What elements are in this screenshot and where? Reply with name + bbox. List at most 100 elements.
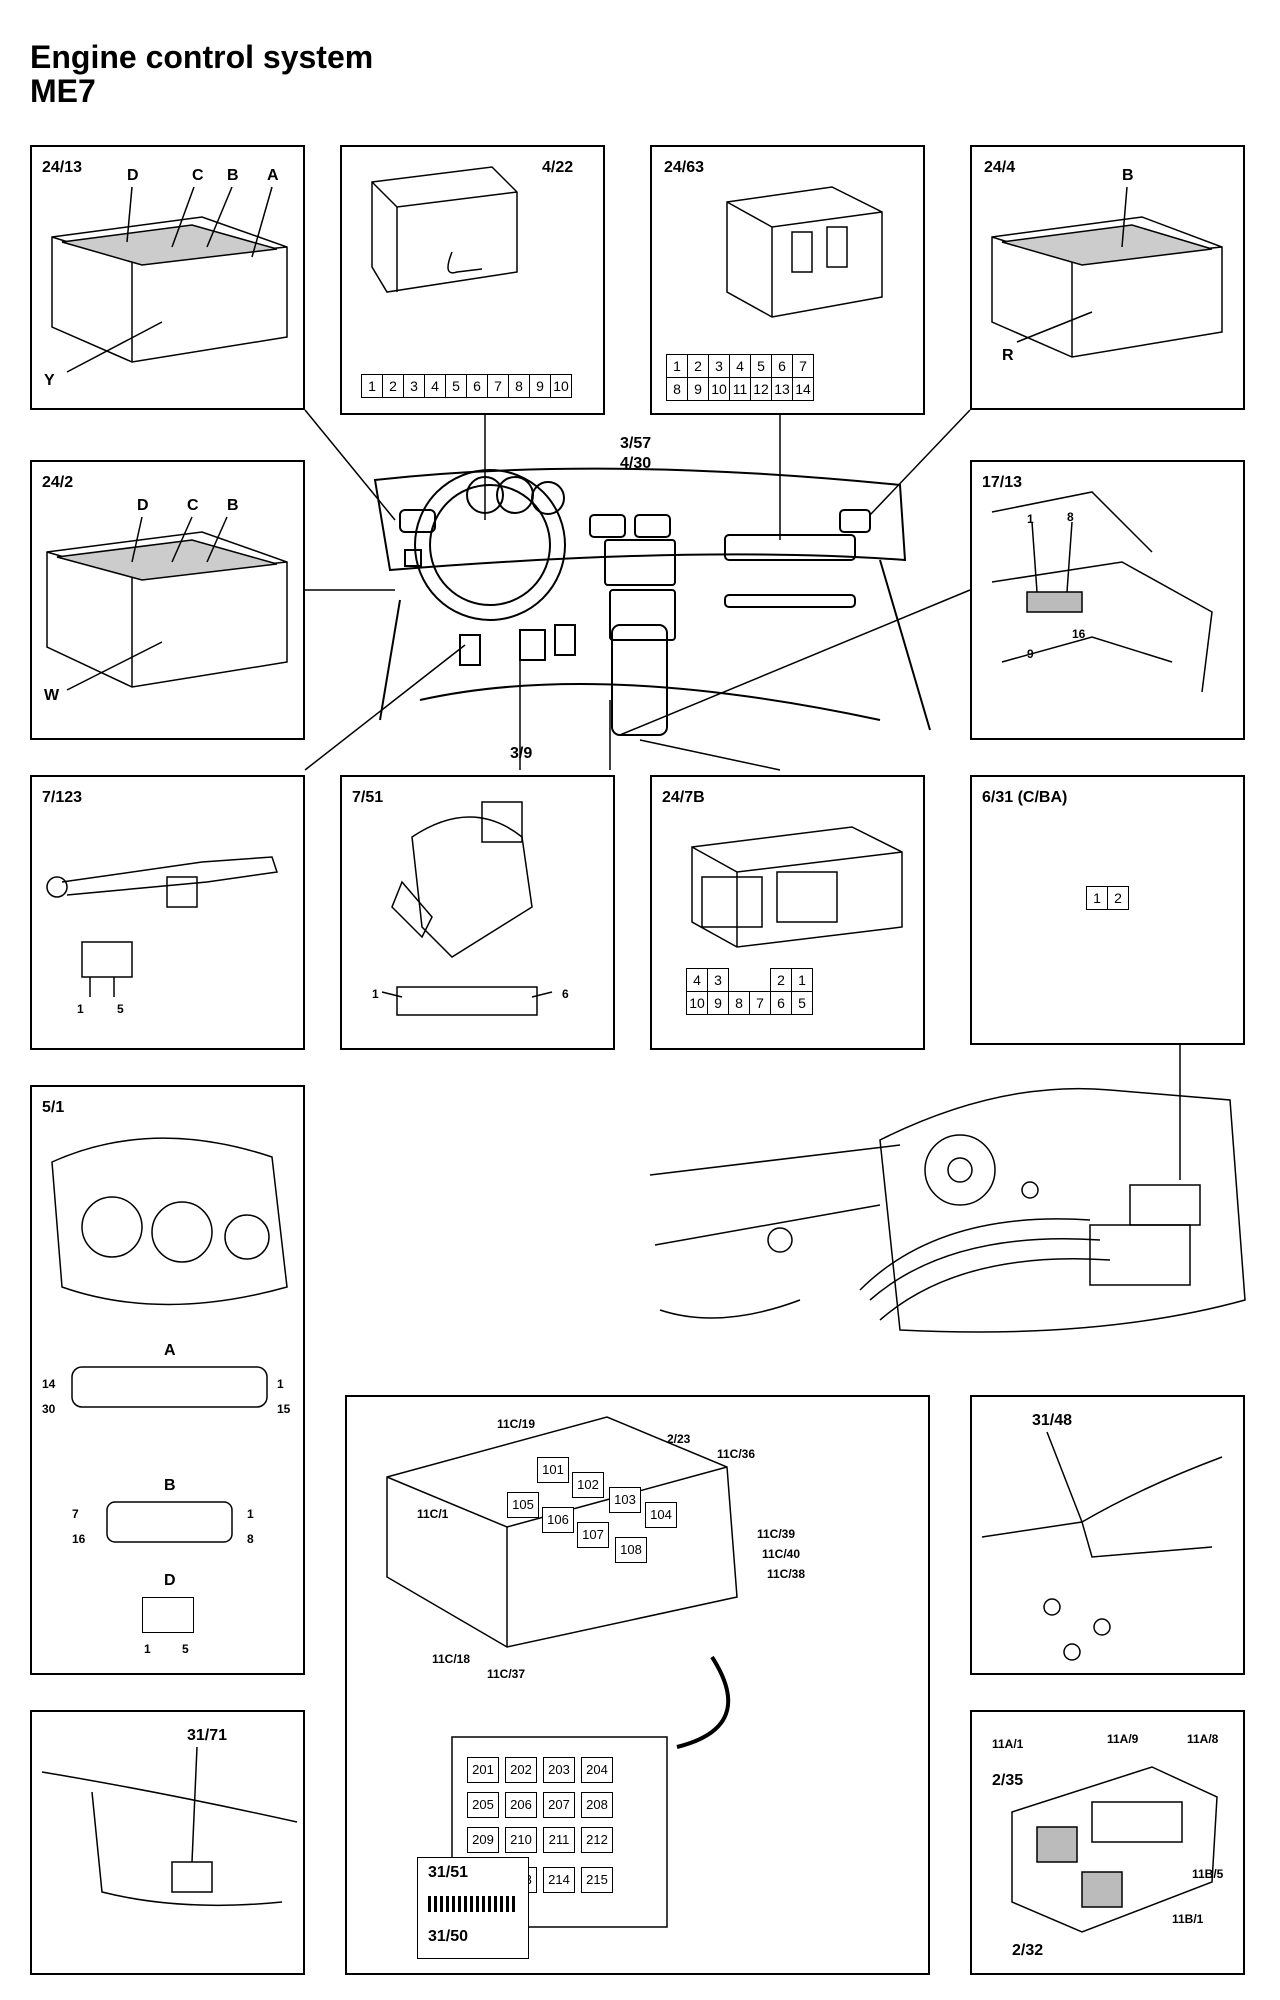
fuse-box-drawing: [1011, 1766, 1218, 1933]
pin-4: 4: [729, 354, 751, 378]
relay-107: 107: [577, 1522, 609, 1548]
panel-id: 7/123: [42, 789, 83, 806]
panel-id: 24/2: [42, 474, 74, 491]
label-11b-5: 11B/5: [1192, 1867, 1224, 1881]
connector-drawing: [691, 826, 903, 948]
pin-label-1: 1: [372, 987, 379, 1001]
connector-drawing: [371, 166, 518, 293]
label-11b-1: 11B/1: [1172, 1912, 1204, 1926]
panel-id: 7/51: [352, 789, 384, 806]
conn-b-pin-1: 1: [247, 1507, 254, 1521]
pin-row-1: 4 3 2 1: [686, 968, 813, 992]
label-31-50: 31/50: [428, 1928, 469, 1945]
callout-11c-36: 11C/36: [717, 1447, 756, 1461]
pin-6: 6: [771, 354, 793, 378]
pin-7: 7: [792, 354, 814, 378]
marker-w: W: [44, 687, 60, 704]
conn-a-pin-1: 1: [277, 1377, 284, 1391]
conn-d-pin-5: 5: [182, 1642, 189, 1656]
fuse-212: 212: [581, 1827, 613, 1853]
fuse-211: 211: [543, 1827, 575, 1853]
panel-6-31: 6/31 (C/BA) 1 2: [970, 775, 1245, 1045]
callout-11c-40: 11C/40: [762, 1547, 801, 1561]
callout-2-23: 2/23: [667, 1432, 691, 1446]
callout-11c-18: 11C/18: [432, 1652, 471, 1666]
pin-blank-1: [728, 968, 750, 992]
sensor-drawing: [46, 856, 278, 997]
relay-101: 101: [537, 1457, 569, 1483]
pin-10: 10: [686, 991, 708, 1015]
panel-31-71: 31/71: [30, 1710, 305, 1975]
title-line-2: ME7: [30, 73, 96, 109]
pin-row: 1 2 3 4 5 6 7 8 9 10: [361, 374, 572, 398]
fuse-203: 203: [543, 1757, 575, 1783]
panel-7-51: 7/51 1 6: [340, 775, 615, 1050]
conn-a-pin-30: 30: [42, 1402, 56, 1416]
connector-d-letter: D: [164, 1572, 176, 1589]
panel-id: 17/13: [982, 474, 1023, 491]
pin-letter-a: A: [267, 167, 279, 184]
pin-8: 8: [666, 377, 688, 401]
pin-6: 6: [466, 374, 488, 398]
callout-11c-38: 11C/38: [767, 1567, 806, 1581]
page-title: Engine control system ME7: [30, 40, 373, 108]
conn-b-pin-8: 8: [247, 1532, 254, 1546]
relay-102: 102: [572, 1472, 604, 1498]
fuse-208: 208: [581, 1792, 613, 1818]
pin-label-16: 16: [1072, 627, 1086, 641]
pin-letter-d: D: [127, 167, 139, 184]
panel-id: 31/48: [1032, 1412, 1073, 1429]
pin-7: 7: [749, 991, 771, 1015]
pin-12: 12: [750, 377, 772, 401]
diagnostic-socket-drawing: [991, 491, 1213, 693]
label-2-35: 2/35: [992, 1772, 1024, 1789]
pin-5: 5: [791, 991, 813, 1015]
connector-block-drawing: [991, 186, 1223, 358]
pin-9: 9: [529, 374, 551, 398]
fuse-205: 205: [467, 1792, 499, 1818]
pin-14: 14: [792, 377, 814, 401]
pin-1: 1: [361, 374, 383, 398]
label-2-32: 2/32: [1012, 1942, 1044, 1959]
panel-24-7b: 24/7B 4 3 2 1 10 9 8 7 6 5: [650, 775, 925, 1050]
conn-b-pin-16: 16: [72, 1532, 86, 1546]
connector-block-drawing: [46, 516, 288, 691]
pin-letter-b: B: [227, 497, 239, 514]
relay-104: 104: [645, 1502, 677, 1528]
pin-8: 8: [508, 374, 530, 398]
panel-id: 6/31 (C/BA): [982, 789, 1068, 806]
pin-2: 2: [382, 374, 404, 398]
conn-d-pin-1: 1: [144, 1642, 151, 1656]
pin-row: 1 2: [1086, 886, 1129, 910]
pin-5: 5: [750, 354, 772, 378]
pin-letter-c: C: [187, 497, 199, 514]
panel-4-22: 4/22 1 2 3 4 5 6 7 8 9 10: [340, 145, 605, 415]
callout-11c-39: 11C/39: [757, 1527, 796, 1541]
panel-id: 31/71: [187, 1727, 228, 1744]
connector-31-51-50-box: 31/51 31/50: [417, 1857, 529, 1959]
relay-box-drawing: [386, 1416, 738, 1928]
label-3-9: 3/9: [510, 745, 533, 762]
fuse-202: 202: [505, 1757, 537, 1783]
panel-2-35: 11A/1 11A/9 11A/8 2/35 11B/5 11B/1 2/32: [970, 1710, 1245, 1975]
connector-block-drawing: [51, 186, 288, 373]
pin-3: 3: [403, 374, 425, 398]
panel-id: 24/4: [984, 159, 1016, 176]
pin-label-8: 8: [1067, 510, 1074, 524]
label-31-51: 31/51: [428, 1864, 469, 1881]
sensor-drawing: [381, 801, 553, 1016]
pin-3: 3: [707, 968, 729, 992]
label-11a-1: 11A/1: [992, 1737, 1024, 1751]
pin-9: 9: [687, 377, 709, 401]
panel-24-13: 24/13 D C B A Y: [30, 145, 305, 410]
title-line-1: Engine control system: [30, 39, 374, 75]
callout-11c-19: 11C/19: [497, 1417, 536, 1431]
panel-id: 24/13: [42, 159, 83, 176]
connector-drawing: [726, 186, 883, 318]
label-3-57: 3/57: [620, 435, 652, 452]
panel-relay-box: 11C/19 2/23 11C/36 11C/1 11C/39 11C/40 1…: [345, 1395, 930, 1975]
connector-d-drawing: [142, 1597, 194, 1633]
fuse-209: 209: [467, 1827, 499, 1853]
pin-4: 4: [686, 968, 708, 992]
connector-b-letter: B: [164, 1477, 176, 1494]
